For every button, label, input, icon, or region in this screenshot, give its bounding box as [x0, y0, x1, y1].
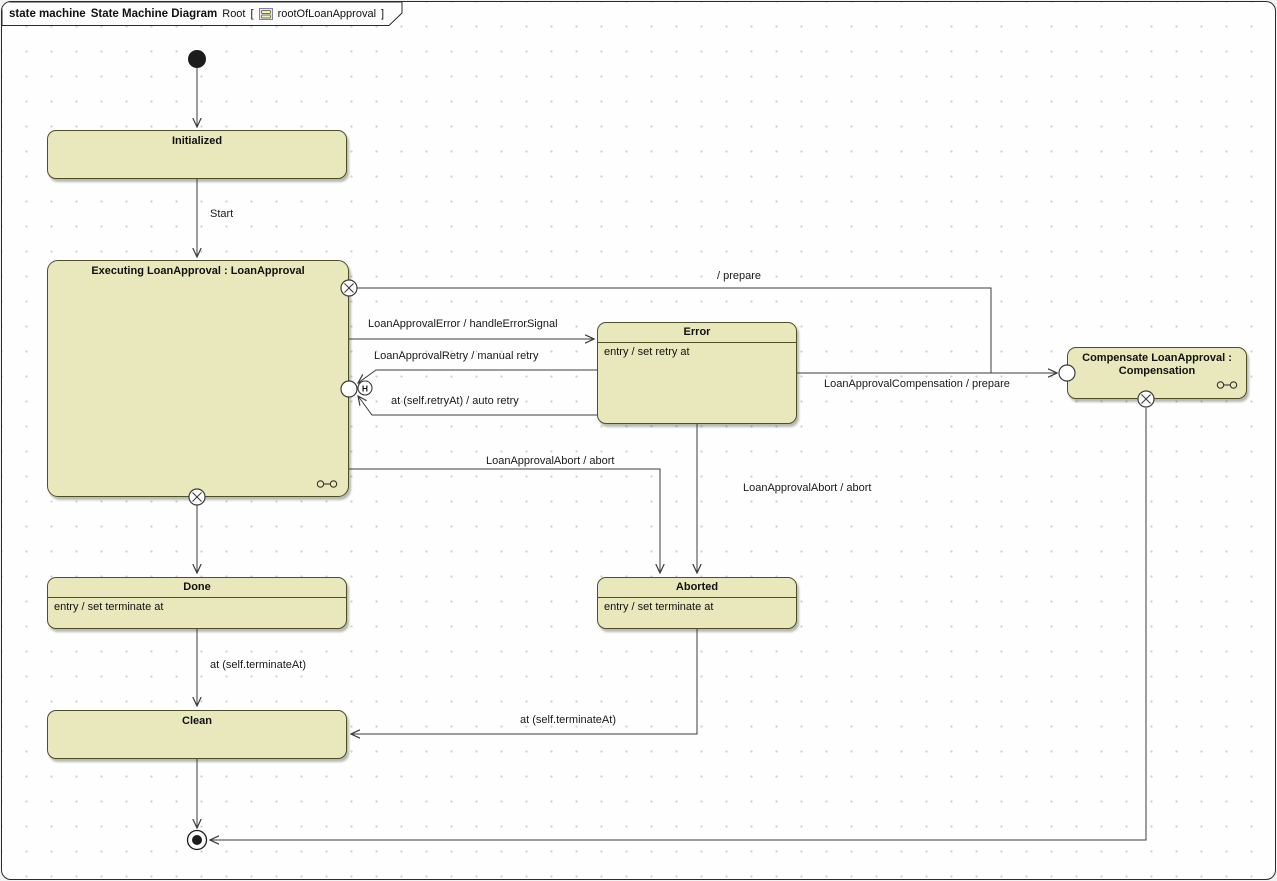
transition-abort-from-executing[interactable] [349, 468, 660, 573]
transition-label-manual-retry[interactable]: LoanApprovalRetry / manual retry [374, 350, 539, 362]
transition-label-abort-error[interactable]: LoanApprovalAbort / abort [743, 482, 872, 494]
history-pseudostate[interactable]: H [357, 380, 373, 396]
transition-label-start[interactable]: Start [210, 208, 234, 220]
history-label: H [362, 384, 368, 394]
state-title: Compensate LoanApproval : Compensation [1082, 352, 1232, 377]
final-state[interactable] [186, 829, 208, 851]
diagram-frame-header[interactable]: state machine State Machine Diagram Root… [2, 2, 394, 25]
state-error[interactable]: Error entry / set retry at [597, 322, 797, 424]
state-executing-loanapproval[interactable]: Executing LoanApproval : LoanApproval [47, 260, 349, 497]
transition-label-terminate-done[interactable]: at (self.terminateAt) [210, 659, 306, 671]
state-entry-activity: entry / set terminate at [54, 601, 164, 613]
statemachine-icon [258, 7, 273, 20]
transition-label-terminate-aborted[interactable]: at (self.terminateAt) [520, 714, 616, 726]
state-title: Error [598, 323, 796, 343]
submachine-decomposition-icon [316, 480, 338, 488]
frame-kind-label: state machine [9, 7, 86, 20]
state-title: Done [48, 578, 346, 598]
frame-context: Root [222, 7, 246, 20]
transition-label-prepare[interactable]: / prepare [717, 270, 762, 282]
state-done[interactable]: Done entry / set terminate at [47, 577, 347, 629]
state-clean[interactable]: Clean [47, 710, 347, 759]
state-compensate-loanapproval[interactable]: Compensate LoanApproval : Compensation [1067, 347, 1247, 399]
frame-open-bracket: [ [250, 7, 254, 20]
state-initialized[interactable]: Initialized [47, 130, 347, 179]
state-entry-activity: entry / set terminate at [604, 601, 714, 613]
state-aborted[interactable]: Aborted entry / set terminate at [597, 577, 797, 629]
frame-close-bracket: ] [381, 7, 385, 20]
transition-label-error-signal[interactable]: LoanApprovalError / handleErrorSignal [368, 318, 558, 330]
state-title: Initialized [171, 135, 223, 147]
state-entry-activity: entry / set retry at [604, 346, 690, 358]
state-title: Aborted [598, 578, 796, 598]
transition-label-abort-exec[interactable]: LoanApprovalAbort / abort [486, 455, 615, 467]
state-title: Executing LoanApproval : LoanApproval [91, 265, 305, 277]
state-title: Clean [182, 715, 212, 727]
frame-ref-name: rootOfLoanApproval [277, 7, 377, 20]
submachine-decomposition-icon [1216, 381, 1238, 389]
transition-label-auto-retry[interactable]: at (self.retryAt) / auto retry [391, 395, 519, 407]
transition-manual-retry[interactable] [358, 369, 597, 383]
frame-diagram-type: State Machine Diagram [90, 7, 218, 20]
initial-pseudostate[interactable] [188, 50, 206, 68]
transition-label-compensation[interactable]: LoanApprovalCompensation / prepare [824, 378, 1010, 390]
